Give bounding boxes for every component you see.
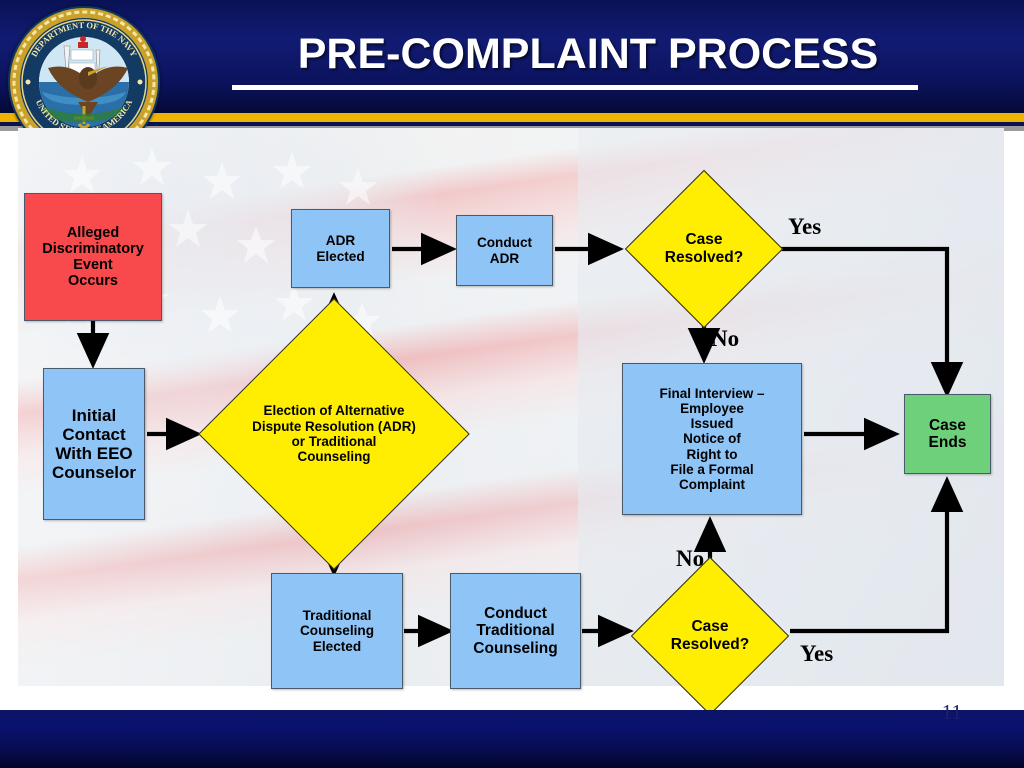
node-line: Initial (71, 405, 117, 425)
node-line: Resolved? (664, 249, 744, 266)
navy-rule (0, 122, 1024, 126)
node-line: Complaint (679, 476, 745, 492)
node-adr-elected[interactable]: ADR Elected (291, 209, 390, 288)
node-line: Right to (686, 446, 738, 462)
node-line: Notice of (683, 431, 741, 447)
edge-label-bottom-no: No (676, 546, 705, 571)
node-case-resolved-top[interactable]: Case Resolved? (624, 169, 784, 329)
node-line: Traditional (302, 608, 372, 624)
node-line: Election of Alternative (263, 403, 405, 419)
page-title: PRE-COMPLAINT PROCESS (297, 30, 879, 78)
node-alleged-event[interactable]: Alleged Discriminatory Event Occurs (24, 193, 162, 321)
node-line: Case (685, 231, 723, 249)
node-line: Contact (62, 424, 126, 444)
node-line: Case (691, 618, 729, 636)
edge-label-bottom-yes: Yes (800, 641, 834, 666)
node-line: ADR (325, 233, 356, 249)
node-line: Counseling (297, 449, 371, 465)
node-line: Elected (316, 248, 365, 264)
node-election-adr[interactable]: Election of Alternative Dispute Resoluti… (198, 298, 470, 570)
node-line: Discriminatory (42, 240, 144, 257)
node-line: Resolved? (670, 636, 750, 653)
node-case-ends[interactable]: Case Ends (904, 394, 991, 474)
node-line: Case (928, 416, 967, 434)
node-line: or Traditional (291, 434, 377, 449)
title-bar (0, 0, 1024, 113)
edge-label-top-no: No (711, 326, 740, 351)
page-number: 11 (941, 700, 962, 724)
node-line: Final Interview – (659, 386, 765, 402)
node-initial-contact[interactable]: Initial Contact With EEO Counselor (43, 368, 145, 520)
edge-label-top-yes: Yes (788, 214, 822, 239)
node-line: Elected (312, 638, 362, 654)
node-line: Conduct (476, 235, 533, 251)
node-conduct-adr[interactable]: Conduct ADR (456, 215, 553, 286)
node-line: With EEO (55, 444, 133, 463)
node-line: Employee (680, 401, 744, 417)
footer-bar (0, 710, 1024, 768)
node-line: ADR (489, 250, 520, 266)
node-traditional-elected[interactable]: Traditional Counseling Elected (271, 573, 403, 689)
node-line: Ends (928, 434, 967, 451)
gold-rule (0, 113, 1024, 122)
node-line: Alleged (66, 224, 120, 241)
node-line: Dispute Resolution (ADR) (252, 418, 416, 434)
node-line: Issued (690, 416, 734, 432)
node-conduct-traditional[interactable]: Conduct Traditional Counseling (450, 573, 581, 689)
node-line: Traditional (476, 622, 555, 640)
node-line: Counseling (299, 623, 374, 639)
node-line: Counseling (473, 639, 558, 657)
node-line: File a Formal (670, 461, 754, 477)
node-line: Counselor (51, 463, 137, 483)
node-line: Conduct (484, 604, 547, 622)
node-final-interview[interactable]: Final Interview – Employee Issued Notice… (622, 363, 802, 515)
node-case-resolved-bottom[interactable]: Case Resolved? (630, 556, 790, 716)
node-line: Event (73, 257, 113, 273)
title-underline (232, 85, 918, 90)
node-line: Occurs (68, 273, 118, 290)
